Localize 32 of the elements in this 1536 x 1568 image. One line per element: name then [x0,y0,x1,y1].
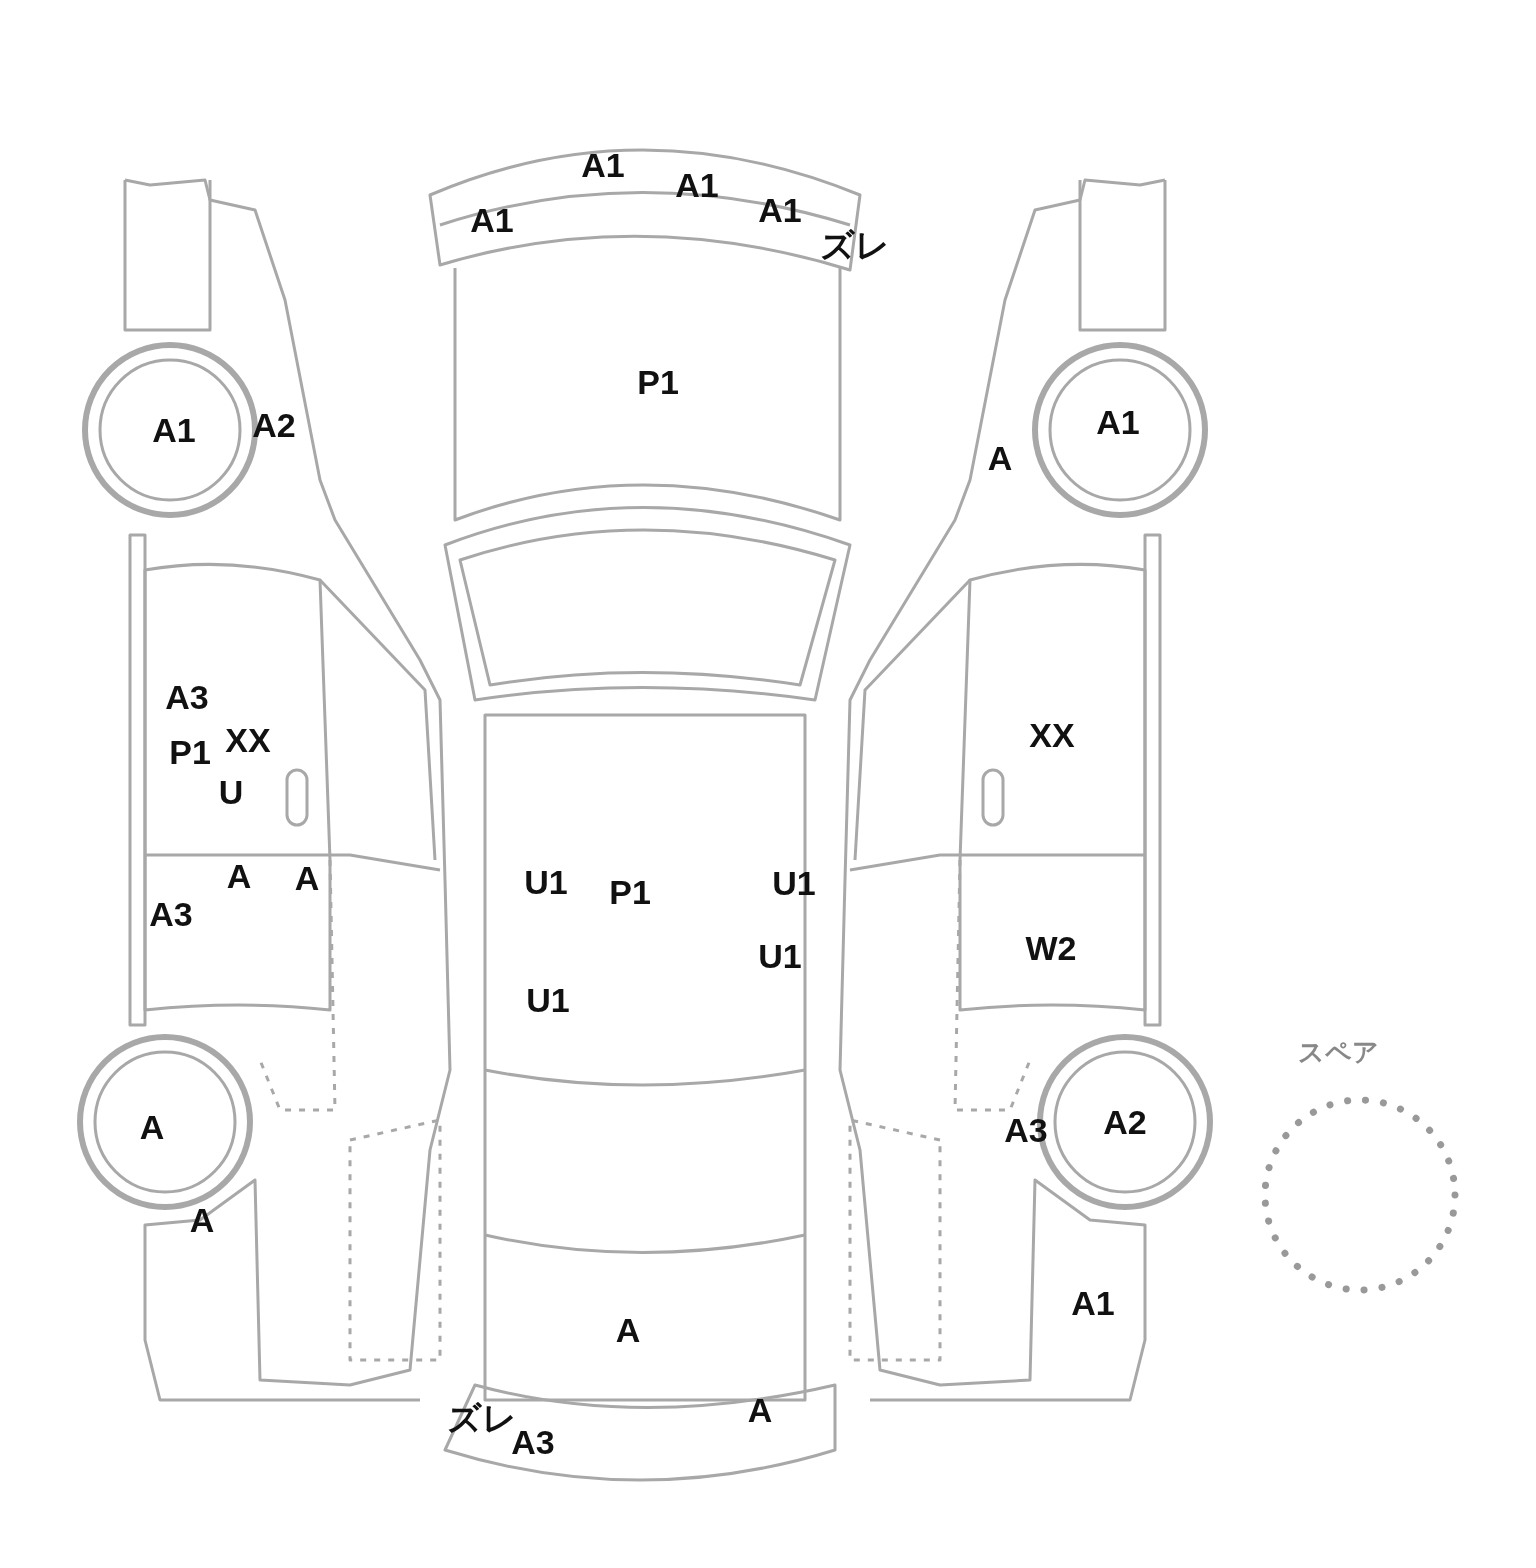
damage-code: XX [225,723,271,757]
damage-code: A1 [1096,405,1140,439]
damage-code: A1 [581,148,625,182]
damage-code: U1 [772,866,816,900]
damage-code: U1 [526,983,570,1017]
damage-code: U [218,775,244,809]
damage-code: W2 [1025,931,1077,965]
damage-code: A2 [1103,1105,1147,1139]
damage-code: A1 [1071,1286,1115,1320]
damage-code: P1 [169,735,211,769]
damage-code: ズレ [820,228,890,262]
damage-code: A1 [758,193,802,227]
damage-code: XX [1029,718,1075,752]
damage-code: A [615,1313,641,1347]
damage-code: A1 [470,203,514,237]
damage-code: A3 [149,897,193,931]
damage-code: A1 [675,168,719,202]
damage-code: A [747,1393,773,1427]
damage-code: P1 [609,875,651,909]
damage-code: A1 [152,413,196,447]
damage-code: U1 [524,865,568,899]
damage-code: A [139,1110,165,1144]
damage-code: A [189,1203,215,1237]
damage-code: A [987,441,1013,475]
damage-code: U1 [758,939,802,973]
damage-code: A3 [165,680,209,714]
damage-code: A3 [1004,1113,1048,1147]
spare-tire-label: スペア [1297,1039,1379,1065]
damage-code: A2 [252,408,296,442]
damage-code: A [226,859,252,893]
damage-code: A [294,861,320,895]
damage-code: P1 [637,365,679,399]
